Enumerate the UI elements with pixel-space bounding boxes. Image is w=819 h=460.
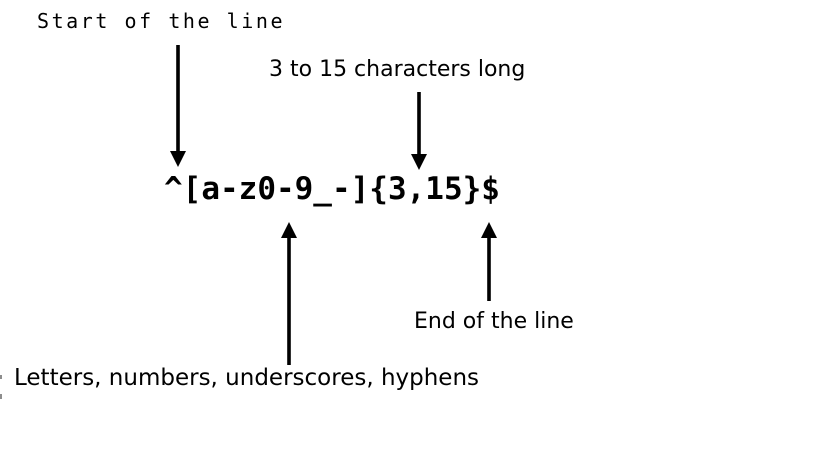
edge-artifact bbox=[0, 394, 2, 399]
regex-pattern-text: ^[a-z0-9_-]{3,15}$ bbox=[164, 171, 500, 207]
edge-artifact bbox=[0, 375, 2, 379]
label-start-of-line: Start of the line bbox=[37, 9, 286, 33]
up-arrow-icon bbox=[281, 222, 297, 365]
label-length-quantifier: 3 to 15 characters long bbox=[269, 57, 526, 82]
up-arrow-icon bbox=[481, 222, 497, 301]
down-arrow-icon bbox=[170, 45, 186, 167]
down-arrow-icon bbox=[411, 92, 427, 170]
label-end-of-line: End of the line bbox=[414, 309, 574, 334]
label-character-class: Letters, numbers, underscores, hyphens bbox=[14, 365, 480, 391]
